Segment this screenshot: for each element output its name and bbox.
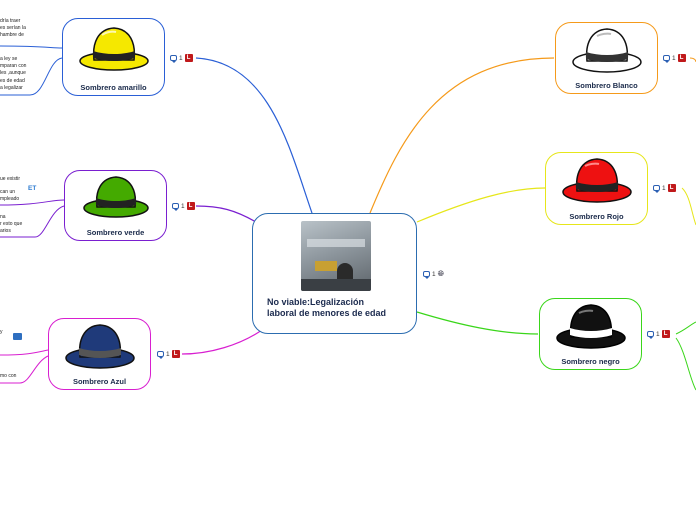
connector-verde xyxy=(195,205,257,223)
node-sombrero-azul[interactable]: Sombrero Azul xyxy=(48,318,151,390)
node-label-amarillo: Sombrero amarillo xyxy=(80,83,147,92)
connector-blanco xyxy=(369,57,555,214)
node-sombrero-rojo[interactable]: Sombrero Rojo xyxy=(545,152,648,225)
child-tag-verde: ET xyxy=(28,185,37,192)
comment-count: 1 xyxy=(432,270,436,278)
node-sombrero-verde[interactable]: Sombrero verde xyxy=(64,170,167,241)
link-badge-icon[interactable]: L xyxy=(661,330,670,338)
link-badge-icon[interactable]: L xyxy=(186,202,195,210)
red-hat-icon xyxy=(561,158,632,203)
comment-icon[interactable] xyxy=(663,55,670,63)
comment-count: 1 xyxy=(672,54,676,62)
meta-amarillo: 1 L xyxy=(170,54,193,63)
globe-icon[interactable]: 🌐︎ xyxy=(437,269,445,278)
comment-icon[interactable] xyxy=(653,185,660,193)
comment-icon[interactable] xyxy=(170,55,177,63)
comment-icon[interactable] xyxy=(647,331,654,339)
node-sombrero-amarillo[interactable]: Sombrero amarillo xyxy=(62,18,165,96)
connector-verde-child-b xyxy=(0,205,65,238)
child-text-verde-c[interactable]: na r esto que arios xyxy=(0,214,23,235)
connector-negro-child-a xyxy=(675,321,696,335)
node-label-azul: Sombrero Azul xyxy=(72,377,127,386)
connector-rojo-child xyxy=(681,187,696,226)
blue-hat-icon xyxy=(64,324,135,369)
node-sombrero-blanco[interactable]: Sombrero Blanco xyxy=(555,22,658,94)
connector-azul xyxy=(181,329,263,355)
child-text-verde-a[interactable]: ue existir xyxy=(0,176,21,182)
connector-azul-child-b xyxy=(0,355,49,384)
connector-negro xyxy=(416,311,539,335)
mail-icon xyxy=(13,333,22,340)
comment-count: 1 xyxy=(166,350,170,358)
connector-rojo xyxy=(416,187,546,223)
meta-blanco: 1 L xyxy=(663,54,686,63)
link-badge-icon[interactable]: L xyxy=(184,54,193,62)
central-topic[interactable]: No viable:Legalización laboral de menore… xyxy=(252,213,417,334)
connector-amarillo-child-a xyxy=(0,45,63,49)
child-text-azul-a[interactable]: y xyxy=(0,329,3,335)
meta-central: 1 🌐︎ xyxy=(423,269,444,279)
link-badge-icon[interactable]: L xyxy=(677,54,686,62)
node-label-blanco: Sombrero Blanco xyxy=(575,81,638,90)
link-badge-icon[interactable]: L xyxy=(667,184,676,192)
central-topic-photo xyxy=(301,221,371,291)
comment-count: 1 xyxy=(179,54,183,62)
comment-count: 1 xyxy=(656,330,660,338)
comment-icon[interactable] xyxy=(172,203,179,211)
meta-verde: 1 L xyxy=(172,202,195,211)
connector-amarillo xyxy=(195,57,313,214)
white-hat-icon xyxy=(571,28,642,73)
connector-negro-child-b xyxy=(675,337,696,391)
meta-negro: 1 L xyxy=(647,330,670,339)
green-hat-icon xyxy=(82,176,149,218)
child-text-azul-b[interactable]: mo con xyxy=(0,373,17,379)
node-sombrero-negro[interactable]: Sombrero negro xyxy=(539,298,642,370)
black-hat-icon xyxy=(555,304,626,349)
connector-verde-child-a xyxy=(0,199,65,206)
yellow-hat-icon xyxy=(78,27,149,71)
node-label-negro: Sombrero negro xyxy=(561,357,620,366)
node-label-rojo: Sombrero Rojo xyxy=(569,212,624,221)
central-topic-title: No viable:Legalización laboral de menore… xyxy=(267,297,387,318)
comment-icon[interactable] xyxy=(157,351,164,359)
child-text-amarillo-a[interactable]: dría traer es serían la hambre de xyxy=(0,18,26,39)
connector-amarillo-child-b xyxy=(0,57,63,96)
meta-rojo: 1 L xyxy=(653,184,676,193)
child-text-amarillo-b[interactable]: a ley se mparan con les ,aunque es de ed… xyxy=(0,56,27,91)
comment-count: 1 xyxy=(181,202,185,210)
connector-blanco-child xyxy=(689,57,696,63)
node-label-verde: Sombrero verde xyxy=(86,228,145,237)
comment-icon[interactable] xyxy=(423,271,430,279)
child-text-verde-b[interactable]: can un mpleado xyxy=(0,189,20,203)
meta-azul: 1 L xyxy=(157,350,180,359)
comment-count: 1 xyxy=(662,184,666,192)
link-badge-icon[interactable]: L xyxy=(171,350,180,358)
connector-azul-child-a xyxy=(0,349,49,356)
